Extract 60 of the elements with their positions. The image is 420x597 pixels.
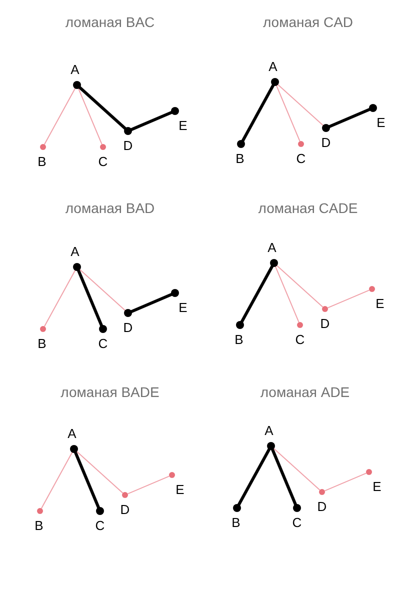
line-segment bbox=[76, 269, 104, 327]
line-segment bbox=[276, 264, 324, 308]
line-segment bbox=[270, 448, 298, 506]
point-label: A bbox=[70, 63, 80, 76]
point-label: E bbox=[178, 301, 188, 314]
point-label: D bbox=[123, 321, 133, 334]
point-label: D bbox=[123, 139, 133, 152]
line-segment bbox=[276, 84, 300, 142]
line-segment bbox=[130, 292, 173, 314]
point-label: E bbox=[178, 119, 188, 132]
line-segment bbox=[240, 264, 274, 324]
polyline-title: ломаная CAD bbox=[262, 15, 354, 29]
point-label: B bbox=[38, 155, 46, 168]
point-label: D bbox=[320, 317, 330, 330]
point-label: D bbox=[120, 503, 130, 516]
line-segment bbox=[44, 269, 76, 327]
line-segment bbox=[74, 451, 100, 509]
point-label: B bbox=[38, 337, 46, 350]
line-segment bbox=[78, 86, 127, 130]
line-segment bbox=[324, 472, 367, 492]
point-label: A bbox=[268, 241, 276, 254]
point-label: B bbox=[234, 333, 244, 346]
polyline-title: ломаная BAD bbox=[65, 201, 155, 215]
point-label: B bbox=[34, 519, 44, 532]
point-label: A bbox=[268, 60, 278, 73]
line-segment bbox=[130, 110, 173, 132]
polyline-title: ломаная CADE bbox=[258, 201, 358, 215]
line-segment bbox=[327, 290, 370, 308]
polyline-title: ломаная ADE bbox=[260, 385, 350, 399]
point-label: B bbox=[236, 152, 244, 165]
line-segment bbox=[78, 268, 126, 312]
point-label: C bbox=[98, 337, 108, 350]
line-segment bbox=[127, 476, 170, 494]
point-label: E bbox=[176, 483, 184, 496]
line-segment bbox=[78, 87, 102, 145]
point-label: D bbox=[317, 500, 327, 513]
line-segment bbox=[237, 448, 271, 506]
polyline-title: ломаная BADE bbox=[60, 385, 160, 399]
point-label: C bbox=[296, 152, 306, 165]
point-label: C bbox=[95, 519, 105, 532]
line-segment bbox=[276, 84, 324, 126]
point-label: D bbox=[321, 136, 331, 149]
point-label: C bbox=[98, 155, 108, 168]
line-segment bbox=[328, 108, 371, 128]
point-label: E bbox=[376, 297, 384, 310]
line-segment bbox=[40, 451, 74, 509]
line-segment bbox=[76, 450, 124, 494]
line-segment bbox=[274, 265, 300, 323]
point-label: E bbox=[376, 116, 386, 129]
point-label: A bbox=[68, 427, 76, 440]
point-label: C bbox=[292, 516, 302, 529]
line-segment bbox=[44, 87, 76, 145]
point-label: C bbox=[295, 333, 305, 346]
line-segment bbox=[241, 84, 275, 142]
line-segment bbox=[272, 448, 320, 490]
point-label: A bbox=[264, 424, 274, 437]
point-label: B bbox=[232, 516, 240, 529]
point-label: A bbox=[70, 245, 80, 258]
polyline-title: ломаная BAC bbox=[65, 15, 155, 29]
point-label: E bbox=[372, 480, 382, 493]
